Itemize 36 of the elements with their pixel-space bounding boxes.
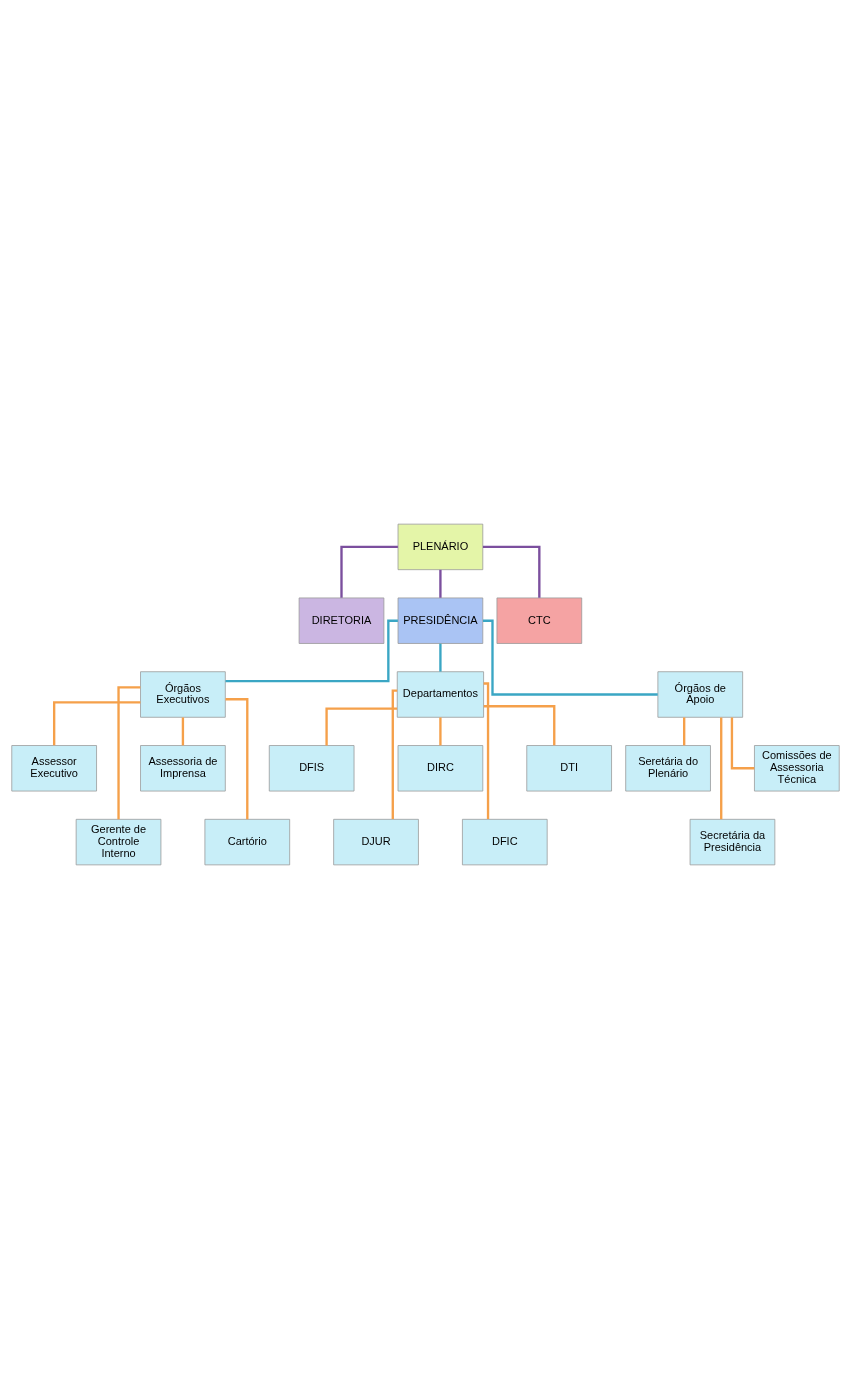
- node-box: CTC: [496, 597, 583, 644]
- connector: [439, 716, 442, 745]
- node-box: PLENÁRIO: [397, 523, 484, 570]
- node-box: Seretária do Plenário: [625, 744, 711, 791]
- node-box: Órgãos de Apoio: [657, 670, 744, 718]
- node-box: PRESIDÊNCIA: [397, 597, 484, 644]
- node-box: DIRC: [397, 744, 484, 791]
- node-box: DIRETORIA: [298, 597, 385, 644]
- connector: [720, 717, 723, 819]
- connector: [181, 716, 185, 745]
- connector: [340, 545, 398, 598]
- node-box: Gerente de Controle Interno: [75, 818, 162, 865]
- connector: [483, 681, 490, 819]
- connector: [325, 706, 398, 745]
- node-box: Secretária da Presidência: [689, 818, 776, 865]
- node-box: DFIC: [462, 818, 548, 865]
- connector: [439, 643, 442, 672]
- connector: [482, 619, 658, 696]
- node-box: Assessoria de Imprensa: [140, 744, 226, 791]
- connector: [483, 704, 556, 745]
- connector: [117, 685, 141, 819]
- node-box: Assessor Executivo: [11, 744, 97, 791]
- connector: [225, 619, 398, 682]
- connector: [482, 545, 541, 598]
- node-box: Cartório: [204, 818, 291, 865]
- node-box: DJUR: [333, 818, 419, 865]
- connector: [391, 688, 398, 819]
- connector: [225, 697, 249, 819]
- node-box: Órgãos Executivos: [140, 670, 226, 718]
- node-box: Departamentos: [396, 670, 484, 718]
- node-box: Comissões de Assessoria Técnica: [754, 744, 840, 791]
- node-box: DTI: [526, 744, 612, 791]
- connector: [53, 700, 141, 745]
- connector: [683, 716, 686, 745]
- connector: [439, 569, 442, 598]
- node-box: DFIS: [268, 744, 355, 791]
